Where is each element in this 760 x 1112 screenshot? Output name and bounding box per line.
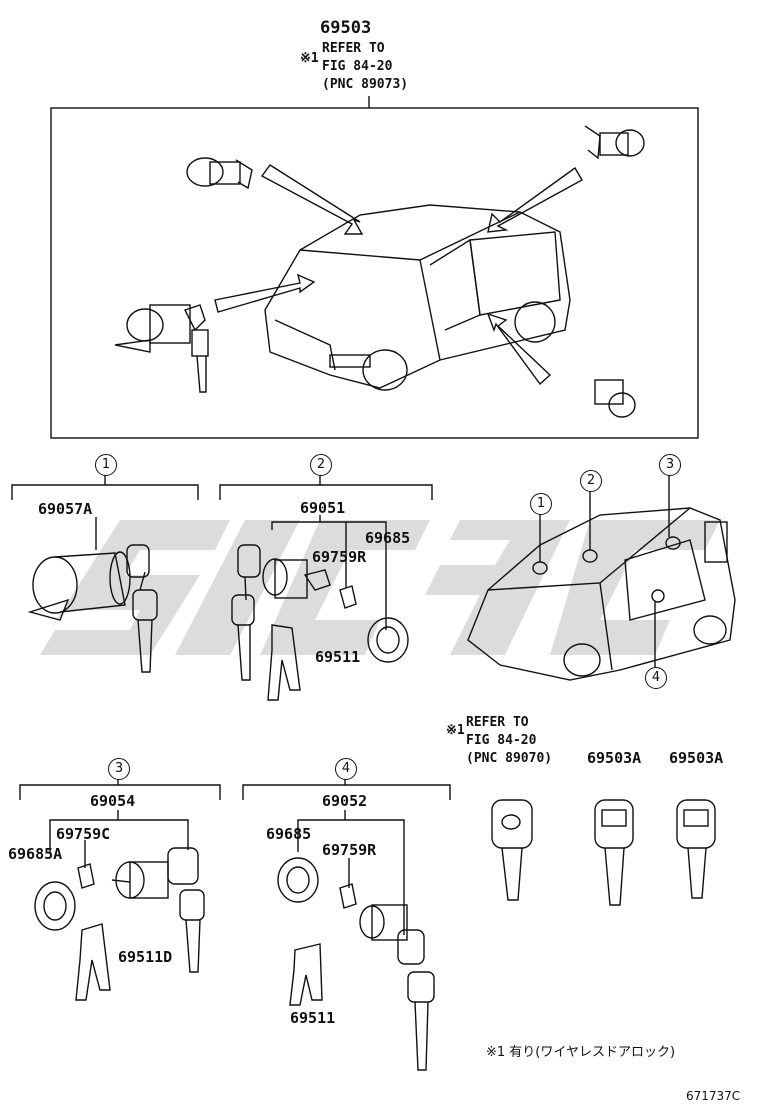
part-label-69054: 69054 (90, 792, 136, 810)
key-note-line-3: (PNC 89070) (466, 751, 553, 766)
top-arrows (214, 164, 583, 386)
door-cylinder-set-part (231, 515, 409, 701)
bracket-group-2 (219, 484, 433, 500)
top-lock-parts (114, 125, 645, 418)
keys-group (491, 799, 716, 906)
figure-code: 671737C (686, 1089, 741, 1103)
key-note-line-1: REFER TO (466, 715, 529, 730)
footnote: ※1 有り(ワイヤレスドアロック) (486, 1045, 676, 1060)
part-label-69511-g2: 69511 (315, 648, 361, 666)
top-frame (50, 107, 699, 439)
part-label-69051: 69051 (300, 499, 346, 517)
car-callout-2: 2 (580, 470, 602, 492)
right-car (467, 474, 736, 681)
part-number-top: 69503 (320, 18, 372, 38)
part-label-69759r-g2: 69759R (312, 548, 367, 566)
top-note-line-2: FIG 84-20 (322, 59, 393, 74)
part-label-69511-g4: 69511 (290, 1009, 336, 1027)
callout-group-3: 3 (108, 758, 130, 780)
top-note-line-3: (PNC 89073) (322, 77, 409, 92)
part-label-69759r-g4: 69759R (322, 841, 377, 859)
watermark-logo (40, 520, 720, 655)
bracket-group-1 (11, 484, 199, 500)
top-car (264, 204, 571, 391)
part-label-69503a-2: 69503A (669, 749, 724, 767)
callout-group-2: 2 (310, 454, 332, 476)
car-callout-1: 1 (530, 493, 552, 515)
key-note-line-2: FIG 84-20 (466, 733, 537, 748)
car-callout-3: 3 (659, 454, 681, 476)
part-label-69503a-1: 69503A (587, 749, 642, 767)
callout-group-1: 1 (95, 454, 117, 476)
part-label-69057a: 69057A (38, 500, 93, 518)
bracket-group-3 (19, 784, 221, 800)
callout-group-4: 4 (335, 758, 357, 780)
part-label-69759c: 69759C (56, 825, 111, 843)
part-label-69685-g4: 69685 (266, 825, 312, 843)
car-callout-4: 4 (645, 667, 667, 689)
part-label-69052: 69052 (322, 792, 368, 810)
part-label-69685a: 69685A (8, 845, 63, 863)
bracket-group-4 (242, 784, 451, 800)
part-label-69685-g2: 69685 (365, 529, 411, 547)
ignition-cylinder-part (27, 517, 158, 673)
top-note-line-1: REFER TO (322, 41, 385, 56)
part-label-69511d: 69511D (118, 948, 173, 966)
top-note-mark: ※1 (300, 51, 319, 66)
rear-door-cylinder-part (277, 810, 435, 1071)
key-note-mark: ※1 (446, 723, 465, 738)
back-door-cylinder-part (34, 810, 205, 1001)
